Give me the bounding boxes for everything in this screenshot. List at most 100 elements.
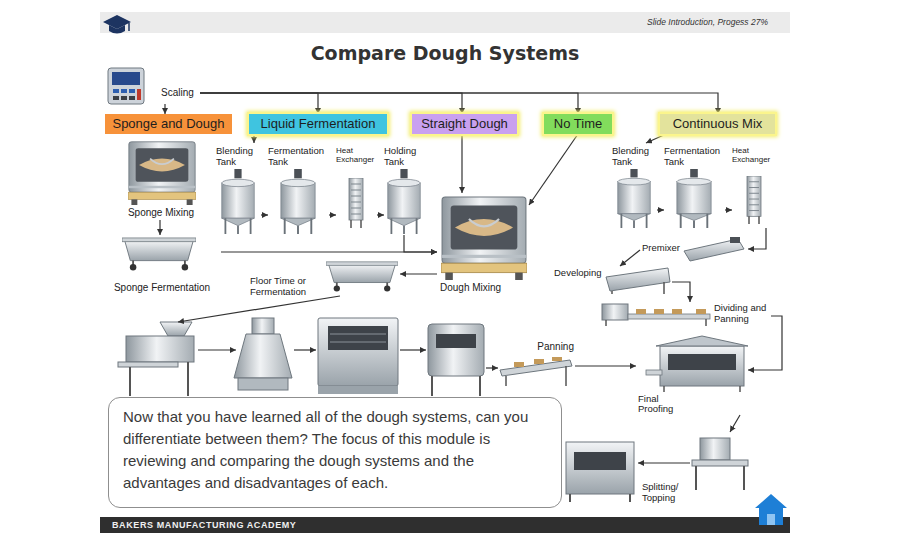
developer xyxy=(606,268,670,291)
node-label: Slide Introduction, Progess 27% xyxy=(540,17,768,28)
flow-arrow xyxy=(200,93,718,114)
flow-arrow xyxy=(294,349,316,350)
system-tag: No Time xyxy=(544,114,612,134)
trough-station: Floor Time or Fermentation xyxy=(250,258,400,298)
flow-arrow xyxy=(725,209,732,210)
sponge-mixer xyxy=(128,142,196,205)
moulder xyxy=(428,324,484,396)
fermentation-tank xyxy=(281,169,315,234)
flow-arrow xyxy=(461,134,462,193)
panning-conveyor xyxy=(506,366,566,386)
exchanger-station: Heat Exchanger xyxy=(732,143,773,228)
node-label: Floor Time or Fermentation xyxy=(250,276,316,297)
trough-station: Sponge Fermentation xyxy=(104,235,221,297)
system-label: Sponge and Dough xyxy=(112,116,224,132)
flow-arrow xyxy=(200,93,462,114)
splitter-topper xyxy=(692,438,748,490)
final-proofer xyxy=(646,370,662,375)
tank-station: Fermentation Tank xyxy=(664,143,725,228)
flow-arrow xyxy=(253,134,254,143)
divider-panner xyxy=(602,304,628,320)
panning-conveyor xyxy=(534,359,544,364)
mixer-station: Sponge Mixing xyxy=(120,138,203,220)
system-tag: Liquid Fermentation xyxy=(249,114,387,134)
rounder xyxy=(252,318,274,334)
premixer xyxy=(684,237,744,261)
moulder xyxy=(432,376,480,396)
intermediate-proofer xyxy=(318,318,398,386)
flow-arrow xyxy=(261,214,268,215)
home-icon xyxy=(755,494,787,525)
system-tag: Continuous Mix xyxy=(660,114,775,134)
developer xyxy=(612,282,664,294)
oven xyxy=(570,494,630,502)
node-label: Holding Tank xyxy=(384,146,424,167)
tank-station: Blending Tank xyxy=(612,143,657,228)
scale-controller xyxy=(129,96,135,100)
flow-arrow xyxy=(529,134,578,205)
node-label: Fermentation Tank xyxy=(664,146,724,167)
panning-conveyor xyxy=(500,357,572,386)
splitter-topper xyxy=(696,466,744,490)
flow-arrow xyxy=(575,365,636,366)
node-label: Panning xyxy=(528,341,574,352)
academy-cap-icon xyxy=(128,23,130,31)
scale-controller xyxy=(112,72,140,85)
node-label: Premixer xyxy=(642,243,684,254)
rounder xyxy=(238,378,288,390)
node-label: Dividing and Panning xyxy=(714,303,770,324)
system-tag: Straight Dough xyxy=(412,114,517,134)
floor-trough xyxy=(326,262,398,292)
premixer-station: Premixer xyxy=(640,236,748,262)
intermediate-proofer xyxy=(318,386,398,394)
divider xyxy=(118,362,178,367)
flow-arrow xyxy=(200,93,318,114)
flow-arrow xyxy=(377,214,384,215)
scale-controller xyxy=(121,89,127,93)
tank-station: Holding Tank xyxy=(384,143,425,235)
header-band xyxy=(100,12,790,33)
intermediate-proofer xyxy=(328,326,388,350)
flow-arrow xyxy=(638,462,690,463)
heat-exchanger xyxy=(349,178,363,228)
divider xyxy=(160,322,192,336)
flow-arrow xyxy=(159,220,160,235)
academy-cap-icon xyxy=(103,15,131,34)
splitter-topper xyxy=(692,460,748,466)
tank-station: Fermentation Tank xyxy=(268,143,329,235)
final-proofer xyxy=(660,346,744,386)
flow-arrow xyxy=(657,209,664,210)
premixer xyxy=(730,237,740,243)
panning-conveyor xyxy=(514,362,524,367)
divider xyxy=(118,322,194,396)
blending-tank xyxy=(618,169,650,228)
splitter-topper xyxy=(700,438,730,460)
scale-controller xyxy=(121,96,127,100)
flow-arrow xyxy=(329,214,336,215)
final-proofer xyxy=(664,386,740,392)
system-label: Straight Dough xyxy=(421,116,508,132)
flow-arrow xyxy=(198,349,236,350)
oven xyxy=(574,452,626,470)
footer-band xyxy=(100,517,790,533)
oven xyxy=(566,442,634,494)
divider-panner xyxy=(696,309,706,314)
note-text: Now that you have learned all of the dou… xyxy=(123,406,547,494)
node-label: Developing xyxy=(554,268,606,279)
scale-controller: Scaling xyxy=(106,66,200,104)
flow-arrow xyxy=(200,93,578,114)
flow-arrow xyxy=(164,104,165,114)
flow-arrow xyxy=(730,415,740,432)
mixer-station: Dough Mixing xyxy=(437,193,529,299)
node-label: Sponge Fermentation xyxy=(104,282,220,293)
scale-controller xyxy=(137,89,141,100)
divider-panner xyxy=(602,304,710,326)
node-label: Dough Mixing xyxy=(440,282,526,293)
node-label: Final Proofing xyxy=(638,394,684,414)
divider-panner xyxy=(672,309,682,314)
scale-controller xyxy=(108,68,144,104)
panning-station: Panning xyxy=(498,340,575,388)
rounder xyxy=(234,334,292,378)
flow-arrow xyxy=(178,296,340,322)
